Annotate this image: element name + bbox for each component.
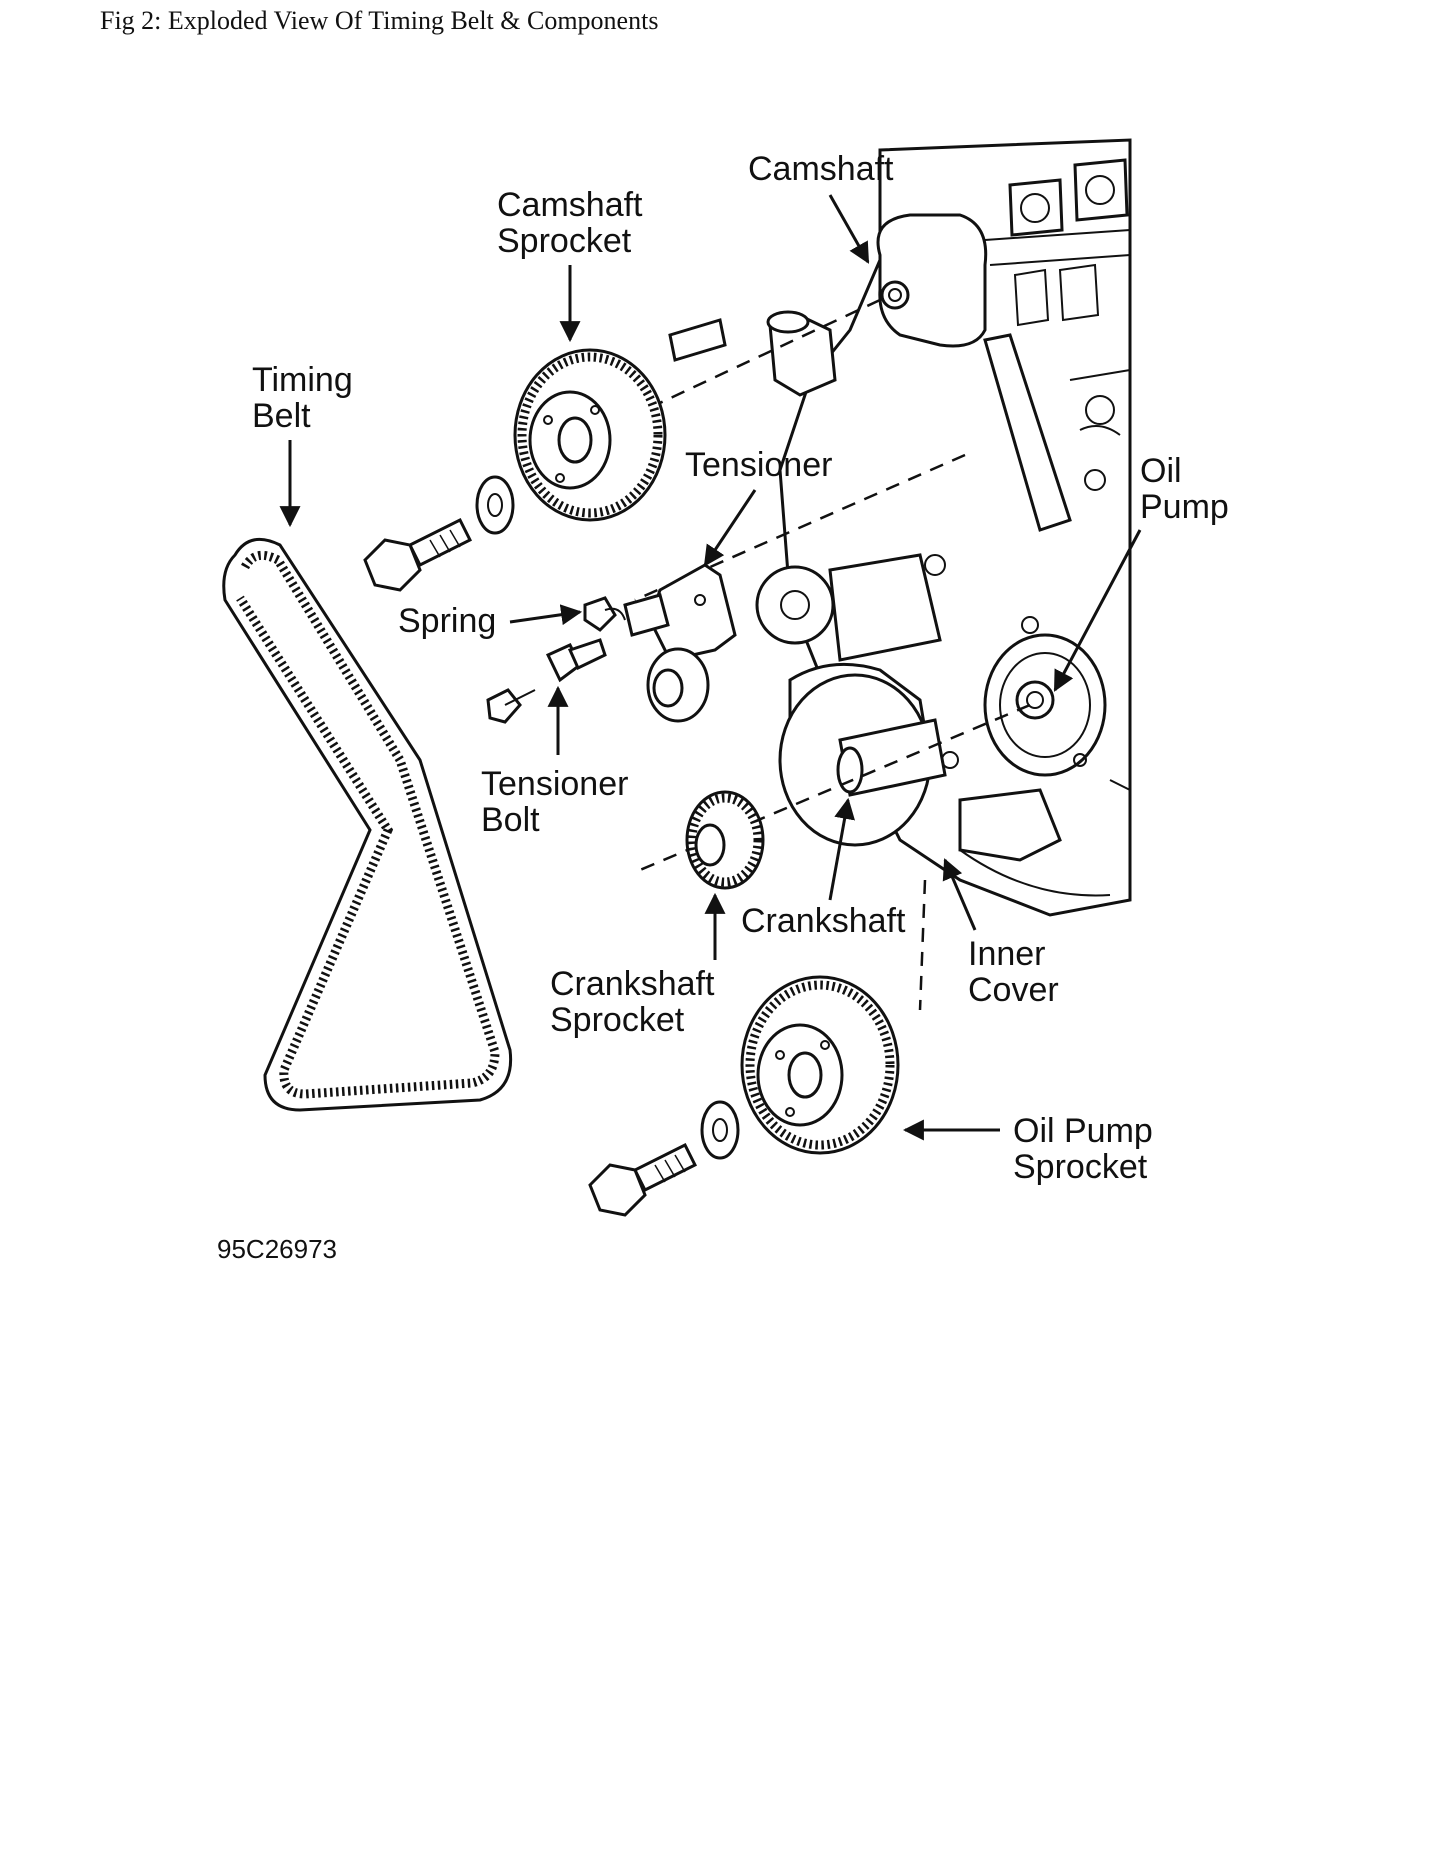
label-timing-belt-line1: Timing <box>252 361 353 399</box>
page-title: Fig 2: Exploded View Of Timing Belt & Co… <box>100 6 659 35</box>
camshaft-washer <box>475 475 515 535</box>
tensioner <box>623 563 737 723</box>
spring <box>583 596 626 632</box>
oil-pump-sprocket <box>740 975 900 1155</box>
engine-block <box>668 138 1132 917</box>
timing-belt <box>222 537 513 1112</box>
leader-lines <box>279 194 1142 1141</box>
label-tensioner-bolt-line1: Tensioner <box>481 765 628 803</box>
camshaft-bolt <box>363 517 473 592</box>
label-inner-cover-line1: Inner <box>968 935 1046 973</box>
label-crankshaft: Crankshaft <box>741 902 906 940</box>
label-crankshaft-sprocket-line1: Crankshaft <box>550 965 715 1003</box>
tensioner-bolt <box>486 638 607 724</box>
label-camshaft-sprocket-line2: Sprocket <box>497 222 632 260</box>
oil-pump-washer <box>700 1100 740 1160</box>
label-inner-cover-line2: Cover <box>968 971 1059 1009</box>
label-crankshaft-sprocket-line2: Sprocket <box>550 1001 685 1039</box>
label-oil-pump-line1: Oil <box>1140 452 1182 490</box>
crankshaft-sprocket <box>685 790 765 890</box>
label-oil-pump-line2: Pump <box>1140 488 1229 526</box>
label-tensioner-bolt-line2: Bolt <box>481 801 540 839</box>
camshaft-sprocket <box>513 348 667 522</box>
label-camshaft: Camshaft <box>748 150 894 188</box>
oil-pump-bolt <box>588 1142 698 1217</box>
label-oil-pump-sprocket-line2: Sprocket <box>1013 1148 1148 1186</box>
label-tensioner: Tensioner <box>685 446 832 484</box>
label-spring: Spring <box>398 602 496 640</box>
label-oil-pump-sprocket-line1: Oil Pump <box>1013 1112 1153 1150</box>
label-camshaft-sprocket-line1: Camshaft <box>497 186 643 224</box>
label-timing-belt-line2: Belt <box>252 397 311 435</box>
figure-code: 95C26973 <box>217 1234 337 1264</box>
